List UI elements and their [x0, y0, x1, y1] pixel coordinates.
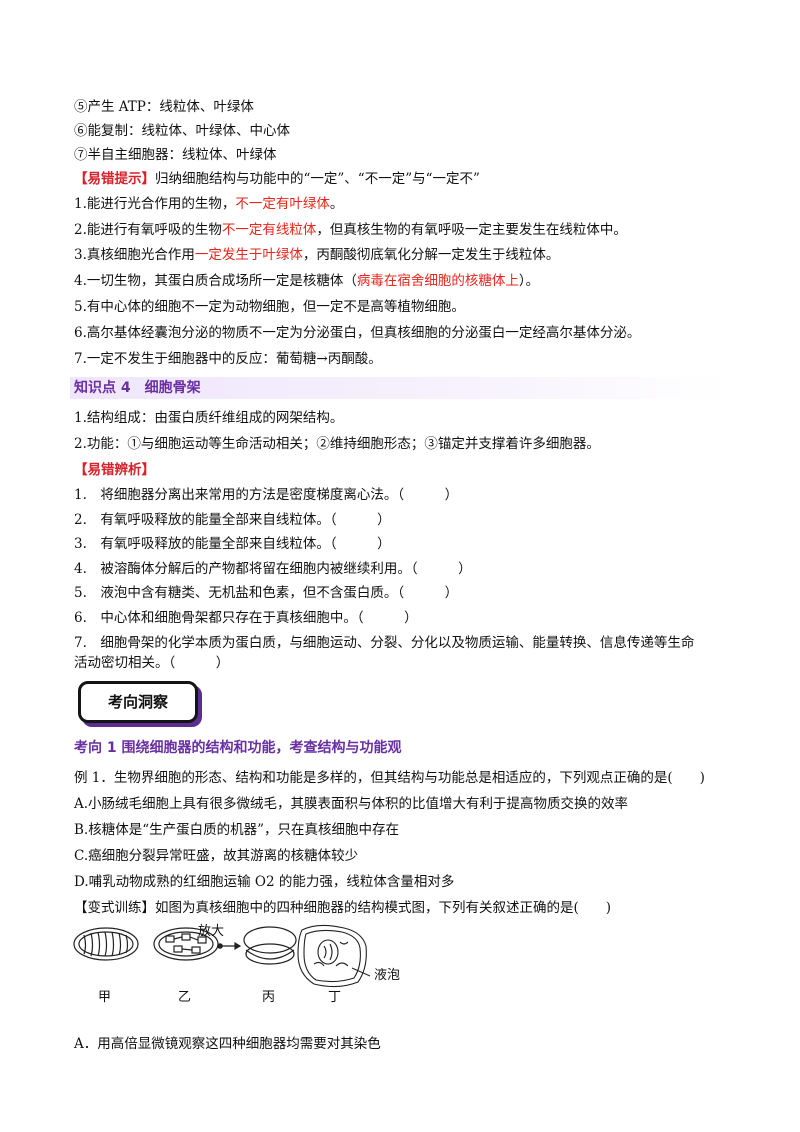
knowledge-point-heading: 知识点 4 细胞骨架 — [70, 377, 730, 399]
list-item: ⑦半自主细胞器：线粒体、叶绿体 — [74, 147, 277, 163]
error-item: 4. 被溶酶体分解后的产物都将留在细胞内被继续利用。（ ） — [74, 561, 472, 577]
tip-item: 2.能进行有氧呼吸的生物不一定有线粒体，但真核生物的有氧呼吸一定主要发生在线粒体… — [74, 222, 627, 238]
option-a-variant: A．用高倍显微镜观察这四种细胞器均需要对其染色 — [74, 1036, 381, 1052]
section-badge-label: 考向洞察 — [107, 693, 168, 711]
tip-item: 5.有中心体的细胞不一定为动物细胞，但一定不是高等植物细胞。 — [74, 299, 465, 315]
knowledge-line: 2.功能：①与细胞运动等生命活动相关；②维持细胞形态；③锚定并支撑着许多细胞器。 — [74, 436, 600, 452]
error-item: 3. 有氧呼吸释放的能量全部来自线粒体。（ ） — [74, 536, 391, 552]
mitochondrion-icon — [73, 927, 139, 961]
organelle-figure: 放大 液泡 甲 乙 丙 丁 — [70, 924, 430, 1014]
example-question: 例 1．生物界细胞的形态、结构和功能是多样的，但其结构与功能总是相适应的，下列观… — [74, 770, 705, 786]
option-b: B.核糖体是“生产蛋白质的机器”，只在真核细胞中存在 — [74, 822, 400, 838]
figure-label-yi: 乙 — [178, 990, 192, 1005]
option-d: D.哺乳动物成熟的红细胞运输 O2 的能力强，线粒体含量相对多 — [74, 874, 455, 890]
section-badge: 考向洞察 — [78, 681, 198, 723]
figure-label-ding: 丁 — [328, 990, 342, 1005]
figure-label-bing: 丙 — [262, 990, 276, 1005]
error-analysis-label: 【易错辨析】 — [74, 462, 155, 478]
option-c: C.癌细胞分裂异常旺盛，故其游离的核糖体较少 — [74, 848, 359, 864]
plant-cell-icon — [297, 924, 371, 988]
tip-item: 7.一定不发生于细胞器中的反应：葡萄糖→丙酮酸。 — [74, 351, 382, 367]
tip-heading: 【易错提示】归纳细胞结构与功能中的“一定”、“不一定”与“一定不” — [74, 169, 480, 189]
error-item: 6. 中心体和细胞骨架都只存在于真核细胞中。（ ） — [74, 610, 418, 626]
error-item: 5. 液泡中含有糖类、无机盐和色素，但不含蛋白质。（ ） — [74, 585, 459, 601]
variant-question: 【变式训练】如图为真核细胞中的四种细胞器的结构模式图，下列有关叙述正确的是( ) — [74, 900, 612, 916]
chloroplast-icon — [153, 927, 219, 961]
organelle-diagram — [73, 924, 371, 988]
vacuole-label: 液泡 — [374, 968, 401, 983]
figure-label-jia: 甲 — [98, 990, 112, 1005]
tip-item: 4.一切生物，其蛋白质合成场所一定是核糖体（病毒在宿舍细胞的核糖体上）。 — [74, 273, 540, 289]
direction-heading: 考向 1 围绕细胞器的结构和功能，考查结构与功能观 — [74, 740, 402, 756]
tip-item: 6.高尔基体经囊泡分泌的物质不一定为分泌蛋白，但真核细胞的分泌蛋白一定经高尔基体… — [74, 325, 641, 341]
error-item: 1. 将细胞器分离出来常用的方法是密度梯度离心法。（ ） — [74, 487, 459, 503]
list-item: ⑥能复制：线粒体、叶绿体、中心体 — [74, 123, 290, 139]
knowledge-point-title: 知识点 4 细胞骨架 — [74, 380, 201, 396]
tip-item: 1.能进行光合作用的生物，不一定有叶绿体。 — [74, 196, 344, 212]
error-item: 7. 细胞骨架的化学本质为蛋白质，与细胞运动、分裂、分化以及物质运输、能量转换、… — [74, 635, 695, 651]
list-item: ⑤产生 ATP：线粒体、叶绿体 — [74, 99, 254, 115]
knowledge-line: 1.结构组成：由蛋白质纤维组成的网架结构。 — [74, 410, 344, 426]
option-a: A.小肠绒毛细胞上具有很多微绒毛，其膜表面积与体积的比值增大有利于提高物质交换的… — [74, 796, 629, 812]
tip-title: 归纳细胞结构与功能中的“一定”、“不一定”与“一定不” — [155, 171, 480, 187]
ribosome-icon — [217, 926, 297, 965]
error-item: 活动密切相关。（ ） — [74, 655, 230, 671]
tip-label: 【易错提示】 — [74, 171, 155, 187]
error-item: 2. 有氧呼吸释放的能量全部来自线粒体。（ ） — [74, 512, 391, 528]
tip-item: 3.真核细胞光合作用一定发生于叶绿体，丙酮酸彻底氧化分解一定发生于线粒体。 — [74, 247, 560, 263]
magnify-label: 放大 — [198, 924, 225, 939]
